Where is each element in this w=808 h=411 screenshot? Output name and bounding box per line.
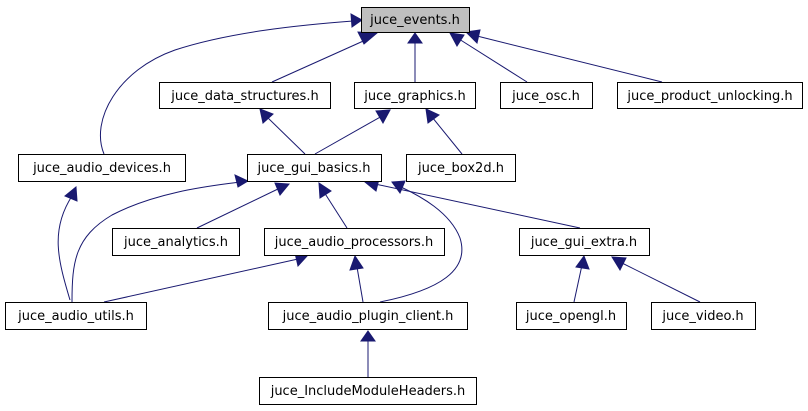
edge-juce_analytics-to-juce_gui_basics: [196, 182, 290, 229]
arrowhead: [259, 108, 274, 124]
node-juce_audio_processors[interactable]: juce_audio_processors.h: [264, 228, 445, 256]
node-label: juce_audio_plugin_client.h: [282, 309, 454, 324]
arrowhead: [360, 330, 376, 342]
node-label: juce_audio_devices.h: [32, 161, 171, 176]
node-label: juce_events.h: [369, 13, 460, 28]
node-label: juce_gui_basics.h: [257, 161, 371, 176]
edge-juce_audio_utils-to-juce_audio_devices: [57, 186, 78, 301]
edge-juce_box2d-to-juce_graphics: [425, 108, 463, 155]
arrowhead: [274, 182, 290, 196]
arrowhead: [449, 32, 465, 47]
arrowhead: [425, 108, 440, 124]
arrowhead: [318, 182, 332, 199]
edge-juce_opengl-to-juce_gui_extra: [573, 254, 590, 303]
node-juce_gui_extra[interactable]: juce_gui_extra.h: [519, 228, 650, 256]
node-juce_analytics[interactable]: juce_analytics.h: [112, 228, 240, 256]
node-label: juce_product_unlocking.h: [626, 89, 792, 104]
node-label: juce_analytics.h: [123, 235, 228, 250]
node-label: juce_video.h: [661, 309, 743, 324]
node-juce_osc[interactable]: juce_osc.h: [500, 82, 593, 109]
node-label: juce_box2d.h: [417, 161, 504, 176]
edge-juce_audio_processors-to-juce_gui_basics: [318, 182, 348, 229]
edge-juce_audio_plugin_client-to-juce_audio_processors: [349, 254, 364, 303]
arrowhead: [375, 109, 391, 125]
node-juce_product_unlocking[interactable]: juce_product_unlocking.h: [617, 82, 803, 109]
edge-juce_gui_basics-to-juce_graphics: [314, 109, 391, 155]
edge-juce_graphics-to-juce_events: [407, 32, 423, 82]
nodes-layer: juce_events.h juce_data_structures.h juc…: [5, 7, 803, 405]
node-juce_audio_plugin_client[interactable]: juce_audio_plugin_client.h: [268, 302, 468, 330]
node-juce_data_structures[interactable]: juce_data_structures.h: [159, 82, 331, 109]
node-label: juce_graphics.h: [363, 89, 465, 104]
arrowhead: [349, 254, 364, 271]
edge-juce_data_structures-to-juce_events: [271, 31, 379, 83]
arrowhead: [611, 256, 627, 272]
arrowhead: [464, 29, 481, 44]
node-juce_gui_basics[interactable]: juce_gui_basics.h: [247, 154, 382, 182]
edges-layer: [57, 13, 701, 378]
node-label: juce_opengl.h: [525, 309, 616, 324]
edge-juce_osc-to-juce_events: [449, 32, 528, 83]
edge-juce_audio_utils-to-juce_gui_basics: [71, 174, 250, 303]
node-juce_video[interactable]: juce_video.h: [651, 302, 756, 330]
edge-juce_audio_utils-to-juce_audio_processors: [103, 252, 308, 303]
edge-juce_IncludeModuleHeaders-to-juce_audio_plugin_client: [360, 330, 376, 378]
node-label: juce_IncludeModuleHeaders.h: [270, 384, 466, 399]
node-juce_IncludeModuleHeaders[interactable]: juce_IncludeModuleHeaders.h: [259, 377, 477, 405]
node-juce_audio_utils[interactable]: juce_audio_utils.h: [5, 302, 147, 330]
node-label: juce_audio_processors.h: [274, 235, 433, 250]
edge-juce_gui_basics-to-juce_data_structures: [259, 108, 306, 155]
arrowhead: [64, 186, 78, 202]
edge-juce_audio_devices-to-juce_events: [99, 13, 363, 155]
edge-juce_video-to-juce_gui_extra: [611, 256, 701, 303]
arrowhead: [234, 174, 250, 188]
node-label: juce_audio_utils.h: [17, 309, 134, 324]
node-juce_events[interactable]: juce_events.h: [361, 7, 470, 33]
arrowhead: [350, 13, 363, 28]
node-label: juce_osc.h: [511, 89, 580, 104]
node-label: juce_gui_extra.h: [530, 235, 637, 250]
node-juce_opengl[interactable]: juce_opengl.h: [516, 302, 627, 330]
arrowhead: [575, 254, 590, 270]
arrowhead: [407, 32, 423, 44]
node-label: juce_data_structures.h: [170, 89, 318, 104]
edge-juce_product_unlocking-to-juce_events: [464, 29, 663, 83]
edge-juce_audio_plugin_client-to-juce_gui_basics: [379, 180, 463, 303]
node-juce_audio_devices[interactable]: juce_audio_devices.h: [18, 154, 186, 182]
arrowhead: [391, 180, 406, 195]
node-juce_graphics[interactable]: juce_graphics.h: [354, 82, 476, 109]
node-juce_box2d[interactable]: juce_box2d.h: [406, 154, 516, 182]
